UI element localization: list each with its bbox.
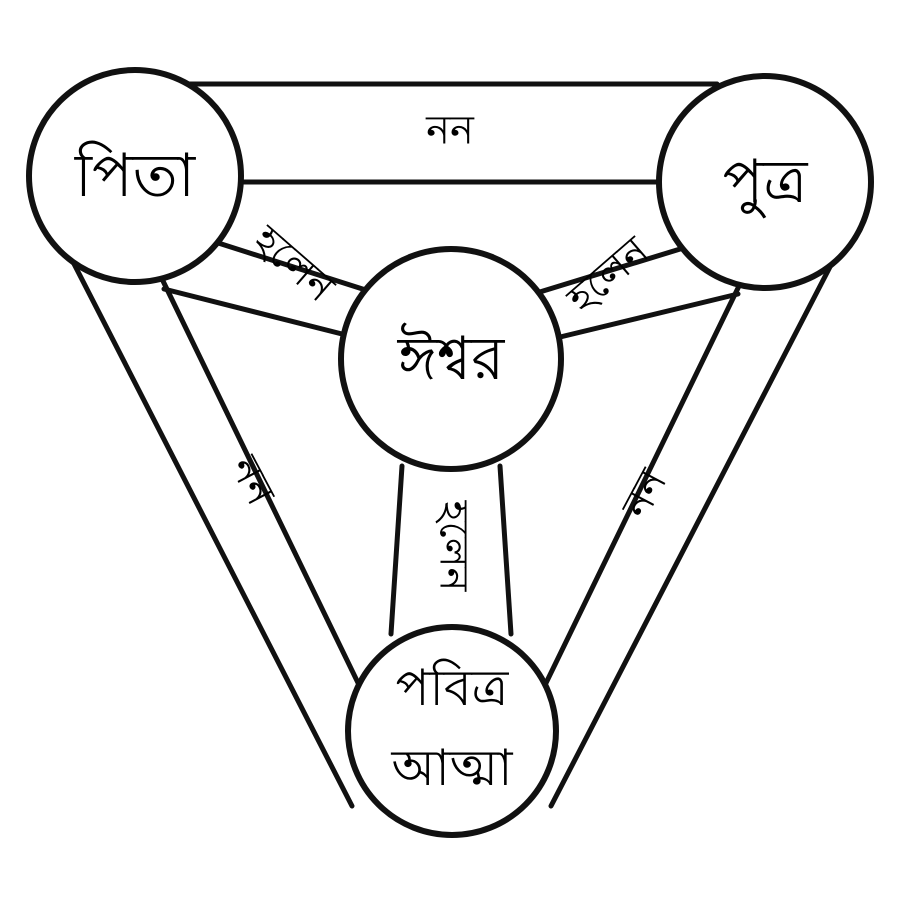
band-line-right <box>497 463 514 637</box>
edge-band-god-holy-spirit <box>388 463 514 637</box>
node-circle-father[interactable] <box>26 67 244 285</box>
node-label-god: ঈশ্বর <box>397 323 505 392</box>
edge-band-son-god <box>527 243 741 341</box>
band-line-left <box>388 463 405 637</box>
node-circle-holy-spirit[interactable] <box>345 624 559 838</box>
node-circle-son[interactable] <box>656 73 874 291</box>
node-label-holy-spirit-line2: আত্মা <box>390 740 514 796</box>
node-label-father: পিতা <box>74 140 197 209</box>
node-circle-god[interactable] <box>338 246 564 472</box>
band-line-upper <box>527 243 693 298</box>
band-line-lower <box>161 286 349 338</box>
edge-band-father-son <box>182 81 720 185</box>
node-label-son: পুত্র <box>723 148 809 218</box>
band-line-outer <box>548 260 835 809</box>
node-label-holy-spirit-line1: পবিত্র <box>396 659 510 716</box>
edge-label-holy-spirit-god: হলেন <box>431 500 475 593</box>
edge-band-father-god <box>161 238 375 338</box>
band-line-outer <box>68 255 355 809</box>
band-line-lower <box>553 291 741 341</box>
band-line-upper <box>209 238 375 295</box>
edge-label-father-son: নন <box>425 109 475 153</box>
